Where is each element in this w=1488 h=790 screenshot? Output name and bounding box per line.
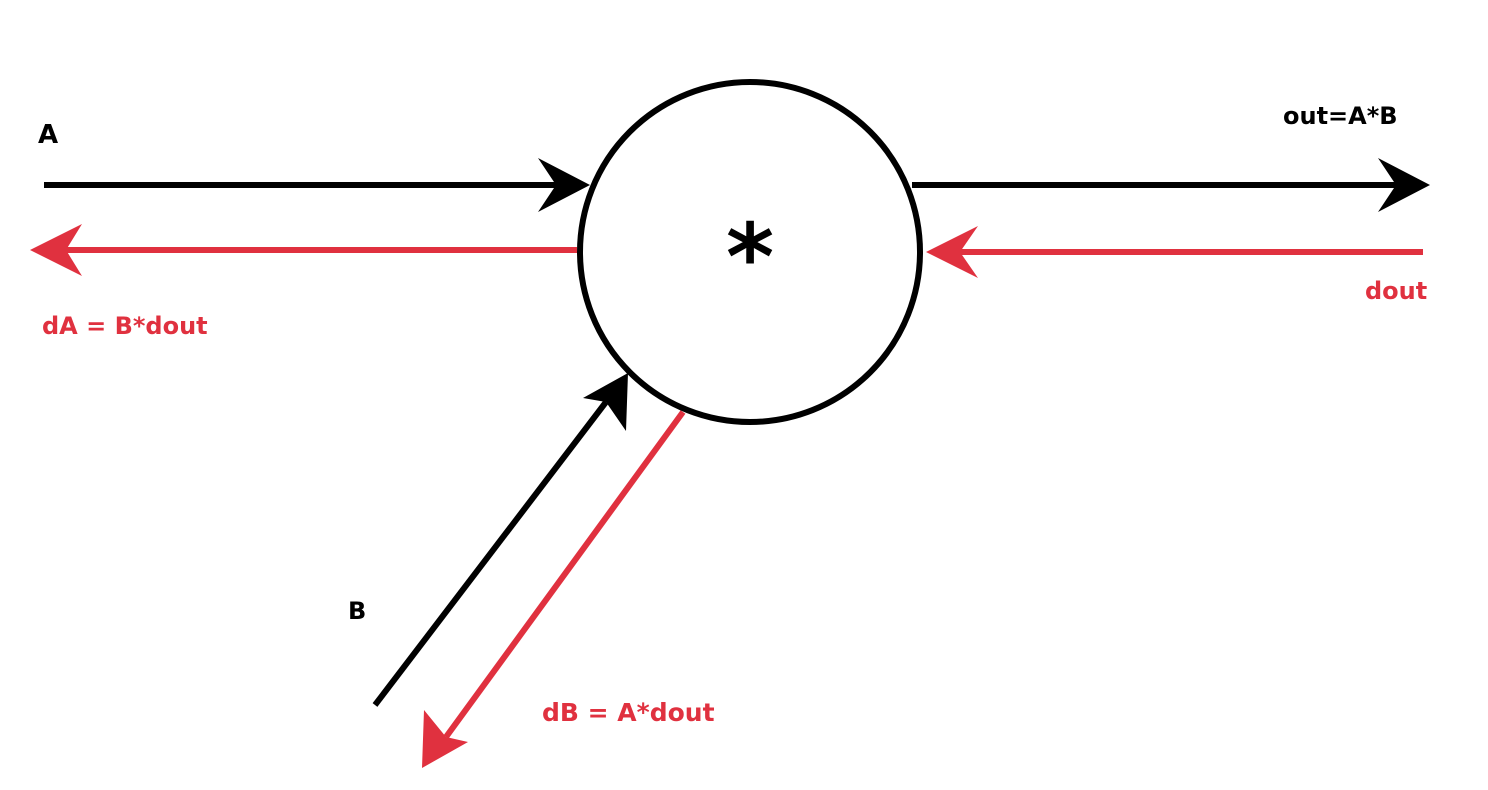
backward-arrow-da xyxy=(30,224,577,276)
forward-arrow-b xyxy=(372,373,628,707)
label-output: out=A*B xyxy=(1283,102,1398,130)
label-upstream-gradient: dout xyxy=(1365,277,1428,305)
label-gradient-a: dA = B*dout xyxy=(42,312,208,340)
label-input-b: B xyxy=(348,597,367,625)
forward-arrow-a xyxy=(44,158,590,212)
forward-arrow-out xyxy=(912,158,1430,212)
backward-arrow-dout xyxy=(926,226,1423,278)
multiply-gate-node xyxy=(577,79,923,425)
multiply-operator-symbol: * xyxy=(725,204,775,311)
backward-arrow-db xyxy=(422,410,686,768)
label-gradient-b: dB = A*dout xyxy=(542,698,715,727)
label-input-a: A xyxy=(38,120,59,150)
